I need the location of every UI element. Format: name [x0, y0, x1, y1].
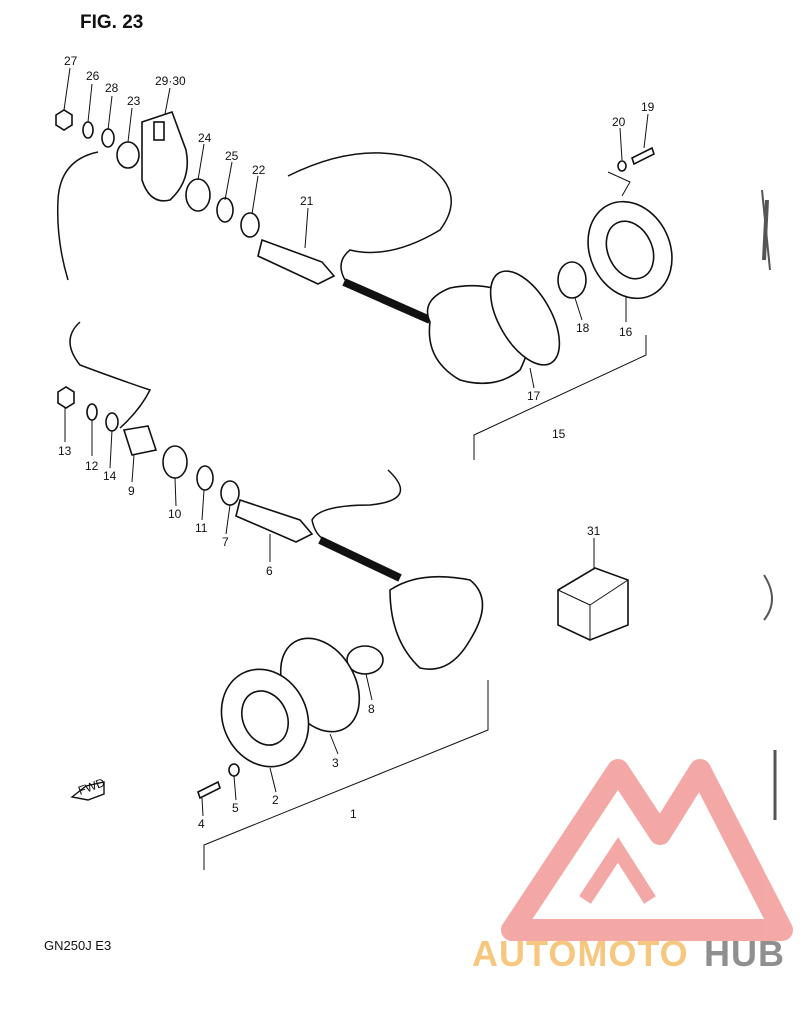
upper-lead-wire — [287, 152, 452, 281]
nut-27 — [55, 109, 73, 131]
callout-4: 4 — [198, 817, 205, 831]
callout-28: 28 — [105, 81, 119, 95]
callout-6: 6 — [266, 564, 273, 578]
callout-16: 16 — [619, 325, 633, 339]
lens-2-inner — [241, 690, 289, 746]
callout-13: 13 — [58, 444, 72, 458]
callout-29-30: 29·30 — [155, 74, 186, 88]
washer-5 — [228, 763, 240, 777]
relay-31 — [557, 567, 629, 641]
threaded-rod-lower — [318, 536, 402, 582]
washer-22 — [240, 212, 260, 238]
washer-11 — [196, 465, 214, 491]
stem-6 — [235, 498, 314, 543]
housing-lower — [389, 575, 484, 670]
callout-11: 11 — [195, 521, 208, 535]
callout-27: 27 — [64, 54, 78, 68]
terminal-23 — [116, 141, 140, 169]
washer-28 — [101, 128, 115, 148]
nut-13 — [57, 386, 75, 409]
callout-18: 18 — [576, 321, 590, 335]
callout-26: 26 — [86, 69, 100, 83]
callout-10: 10 — [168, 507, 182, 521]
bracket-9 — [122, 425, 158, 456]
callout-8: 8 — [368, 702, 375, 716]
callout-23: 23 — [127, 94, 141, 108]
stem-21 — [257, 238, 336, 285]
callout-2: 2 — [272, 793, 279, 807]
lens-16-inner — [605, 220, 655, 280]
assembly-1-bracket — [203, 680, 489, 870]
callout-24: 24 — [198, 131, 212, 145]
callout-leaders — [63, 67, 649, 817]
lower-lead-wire-left — [69, 321, 152, 429]
grommet-10 — [162, 445, 188, 479]
washer-20 — [617, 160, 627, 172]
callout-9: 9 — [128, 484, 135, 498]
callout-17: 17 — [527, 389, 541, 403]
watermark-text-accent: HUB — [704, 933, 785, 974]
callout-25: 25 — [225, 149, 239, 163]
callout-15: 15 — [552, 427, 566, 441]
washer-14 — [105, 412, 119, 432]
callout-12: 12 — [85, 459, 99, 473]
washer-26 — [82, 121, 94, 139]
fwd-arrow-icon — [70, 781, 105, 801]
washer-12 — [86, 403, 98, 421]
threaded-rod-upper — [342, 278, 432, 324]
washer-25 — [216, 197, 234, 223]
relay-edge — [557, 589, 591, 606]
callout-20: 20 — [612, 115, 626, 129]
lower-lead-wire — [311, 469, 401, 541]
watermark-text-main: AUTOMOTO — [472, 933, 689, 974]
callout-7: 7 — [222, 535, 229, 549]
callout-22: 22 — [252, 163, 266, 177]
callout-5: 5 — [232, 801, 239, 815]
grommet-24 — [185, 178, 211, 212]
callout-31: 31 — [587, 524, 601, 538]
callout-14: 14 — [103, 469, 117, 483]
figure-title: FIG. 23 — [80, 12, 143, 33]
screw-4 — [197, 780, 221, 800]
bulb-18 — [557, 261, 587, 299]
screw-19 — [631, 146, 655, 166]
bulb-8 — [346, 645, 384, 675]
gasket-17 — [489, 270, 561, 366]
callout-19: 19 — [641, 100, 655, 114]
model-code: GN250J E3 — [44, 938, 111, 953]
leader-screw-lens — [607, 171, 631, 197]
upper-lead-wire-left — [56, 151, 99, 281]
watermark-logo — [501, 759, 793, 941]
washer-7 — [220, 480, 240, 506]
callout-1: 1 — [350, 807, 357, 821]
callout-21: 21 — [300, 194, 314, 208]
bracket-slot — [153, 121, 165, 141]
assembly-15-bracket — [473, 335, 647, 460]
relay-edge-2 — [589, 579, 629, 606]
scan-edge-marks — [761, 189, 777, 820]
callout-3: 3 — [332, 756, 339, 770]
